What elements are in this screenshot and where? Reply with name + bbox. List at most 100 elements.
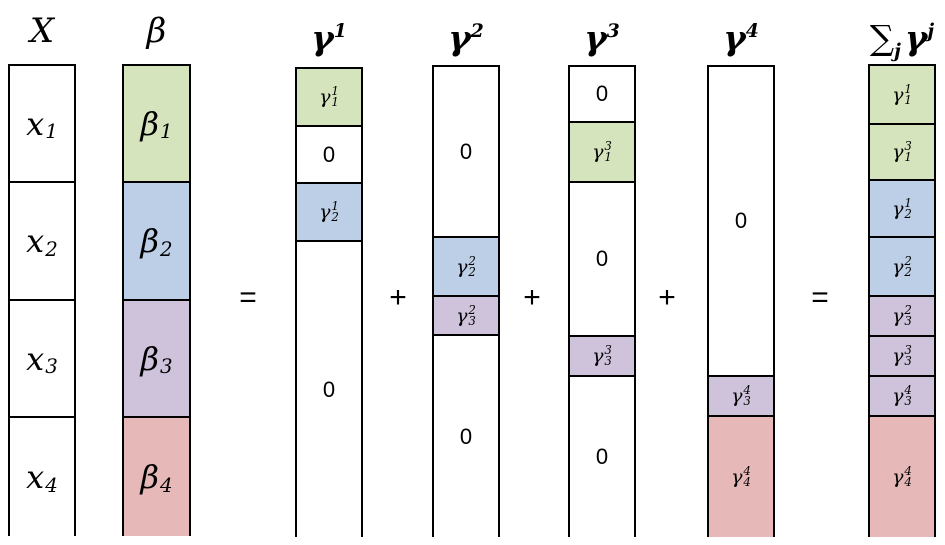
variable-symbol: β (140, 458, 159, 496)
variable-superscript: 4 (904, 383, 912, 398)
variable-symbol: γ (892, 141, 904, 163)
variable-superscript: 2 (904, 253, 912, 268)
variable-superscript: 3 (904, 139, 912, 154)
plus-operator: + (389, 281, 407, 314)
zero-value: 0 (322, 141, 336, 167)
variable-subscript: 1 (904, 150, 912, 164)
variable-subscript: 2 (159, 237, 173, 261)
variable-subscript: 2 (331, 210, 339, 224)
header-superscript: 2 (470, 20, 484, 42)
variable-subscript: 1 (331, 95, 339, 109)
zero-value: 0 (734, 208, 748, 233)
variable-subscript: 3 (604, 354, 612, 368)
variable-subscript: 4 (159, 473, 173, 497)
variable-symbol: γ (731, 385, 743, 407)
header-symbol: β (146, 11, 167, 51)
header-symbol: γ (723, 18, 746, 59)
variable-superscript: 1 (904, 195, 912, 210)
variable-symbol: γ (892, 305, 904, 327)
variable-subscript: 3 (45, 355, 58, 379)
variable-subscript: 1 (159, 120, 173, 144)
header-symbol: X (29, 11, 55, 51)
header-superscript: 3 (606, 20, 620, 42)
column-header-X: X (0, 6, 106, 56)
variable-symbol: β (140, 222, 159, 260)
variable-subscript: 4 (743, 475, 751, 489)
variable-symbol: γ (892, 345, 904, 367)
header-symbol: γ (584, 18, 607, 59)
header-symbol: γ (448, 18, 471, 59)
variable-symbol: γ (731, 466, 743, 488)
header-symbol: γ (311, 18, 334, 59)
cell: 0 (434, 67, 498, 236)
variable-subscript: 4 (904, 475, 912, 489)
variable-subscript: 1 (604, 150, 612, 164)
cell: 0 (297, 125, 361, 182)
variable-symbol: γ (456, 255, 468, 278)
variable-subscript: 3 (159, 355, 173, 379)
variable-subscript: 3 (904, 394, 912, 408)
variable-symbol: γ (319, 86, 331, 108)
column-header-gamma2: γ2 (402, 6, 530, 59)
header-superscript: j (927, 20, 935, 42)
index-stack: 2 (159, 223, 173, 261)
variable-subscript: 3 (743, 394, 751, 408)
variable-superscript: 3 (904, 343, 912, 358)
header-superscript: 4 (745, 20, 759, 42)
index-stack: 1 (160, 106, 173, 142)
column-header-gamma3: γ3 (538, 6, 666, 59)
variable-symbol: x (26, 339, 45, 378)
index-stack: 3 (160, 341, 173, 377)
plus-operator: + (523, 281, 541, 314)
variable-symbol: γ (592, 141, 604, 163)
variable-symbol: γ (592, 345, 604, 367)
column-header-beta: β (92, 6, 221, 56)
cell: 0 (570, 375, 634, 537)
cell: 0 (709, 67, 773, 375)
cell: 0 (570, 181, 634, 335)
zero-value: 0 (322, 376, 336, 402)
equals-operator: = (811, 281, 829, 314)
